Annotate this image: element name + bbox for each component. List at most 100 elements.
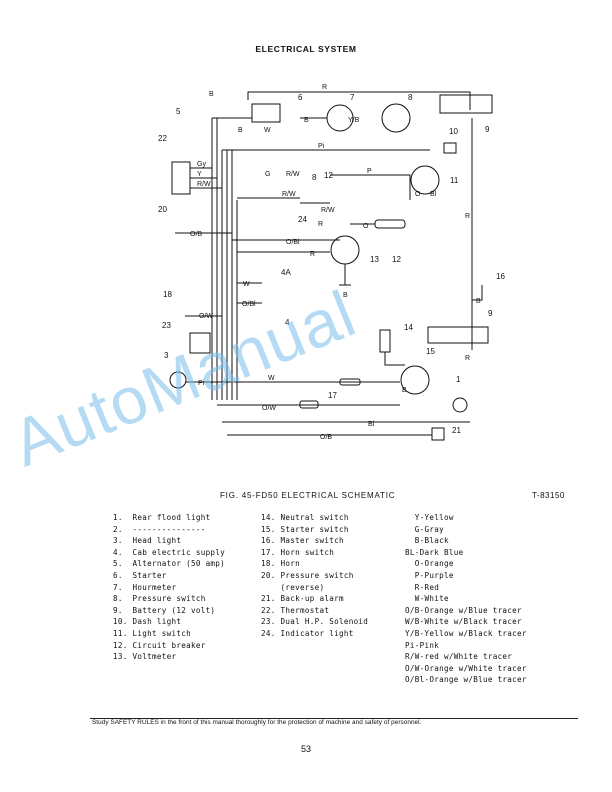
component-number: 22 — [158, 134, 167, 143]
wire-label: B — [209, 91, 214, 98]
legend-item: 9. Battery (12 volt) — [113, 605, 216, 615]
legend-item: Y-Yellow — [405, 513, 454, 522]
legend-item: 3. Head light — [113, 536, 182, 546]
legend-item: 16. Master switch — [261, 536, 344, 546]
component-number: 16 — [496, 272, 505, 281]
component-number: 23 — [162, 321, 171, 330]
component-number: 21 — [452, 426, 461, 435]
wire-label: B — [238, 127, 243, 134]
wire-label: Bl — [368, 421, 375, 428]
figure-number: T-83150 — [532, 491, 565, 500]
wire-label: O/W — [262, 405, 276, 412]
legend-item: 24. Indicator light — [261, 628, 354, 638]
wire-label: R/W — [286, 171, 300, 178]
wire-label: P — [367, 168, 372, 175]
wire-label: Pi — [318, 143, 325, 150]
legend-item: R-Red — [405, 582, 440, 592]
legend-item: 5. Alternator (50 amp) — [113, 559, 226, 569]
wire-label: R — [322, 84, 327, 91]
component-number: 14 — [404, 323, 413, 332]
wire-label: W — [243, 281, 250, 288]
legend-item: 7. Hourmeter — [113, 582, 177, 592]
wire-label: Bl — [430, 191, 437, 198]
wire-label: R/W — [197, 181, 211, 188]
wire-label: R — [465, 213, 470, 220]
legend-item: 21. Back-up alarm — [261, 594, 344, 604]
component-number: 8 — [408, 93, 413, 102]
component-number: 18 — [163, 290, 172, 299]
legend-item: 13. Voltmeter — [113, 652, 177, 662]
page-header: ELECTRICAL SYSTEM — [255, 44, 357, 54]
legend-item: 14. Neutral switch — [261, 513, 349, 522]
component-number: 4 — [285, 318, 290, 327]
wire-label: W — [268, 375, 275, 382]
wire-label: R — [465, 355, 470, 362]
legend-item: 12. Circuit breaker — [113, 640, 206, 650]
component-number: 7 — [350, 93, 355, 102]
legend-item: 22. Thermostat — [261, 605, 330, 615]
wire-label: G — [265, 171, 270, 178]
legend-item: 11. Light switch — [113, 628, 191, 638]
legend-item: O/W-Orange w/White tracer — [405, 663, 527, 673]
wire-label: O/W — [199, 313, 213, 320]
legend-item: W/B-White w/Black tracer — [405, 617, 522, 627]
legend-item: 2. --------------- — [113, 524, 206, 534]
wire-label: O/B — [320, 434, 332, 441]
wire-label: R/W — [321, 207, 335, 214]
component-number: 9 — [485, 125, 490, 134]
legend-item: 23. Dual H.P. Solenoid — [261, 617, 369, 627]
component-number: 4A — [281, 268, 291, 277]
wire-label: R — [318, 221, 323, 228]
footer-note: Study SAFETY RULES in the front of this … — [92, 719, 422, 726]
legend-item: Y/B-Yellow w/Black tracer — [405, 628, 527, 638]
component-legend: 14. Neutral switch 15. Starter switch 16… — [261, 513, 368, 641]
component-number: 8 — [312, 173, 317, 182]
legend-item: 8. Pressure switch — [113, 594, 206, 604]
legend-item: 15. Starter switch — [261, 524, 349, 534]
wire-label: O/Bl — [286, 239, 300, 246]
component-number: 12 — [324, 171, 333, 180]
legend-item: O-Orange — [405, 559, 454, 569]
wire-label: Y/B — [348, 117, 360, 124]
legend-item: B-Black — [405, 536, 449, 546]
legend-item: 4. Cab electric supply — [113, 547, 226, 557]
component-number: 24 — [298, 215, 307, 224]
legend-item: 17. Horn switch — [261, 547, 335, 557]
component-legend: 1. Rear flood light 2. --------------- 3… — [113, 513, 225, 664]
legend-item: 20. Pressure switch — [261, 570, 354, 580]
figure-caption: FIG. 45-FD50 ELECTRICAL SCHEMATIC — [220, 491, 396, 500]
legend-item: O/Bl-Orange w/Blue tracer — [405, 675, 527, 685]
legend-item: G-Gray — [405, 524, 444, 534]
component-number: 13 — [370, 255, 379, 264]
legend-item: P-Purple — [405, 570, 454, 580]
wire-label: O — [415, 191, 421, 198]
wire-label: B — [304, 117, 309, 124]
wire-label: O/Bl — [242, 301, 256, 308]
legend-item: R/W-red w/White tracer — [405, 652, 513, 662]
component-number: 6 — [298, 93, 303, 102]
wire-label: Y — [197, 171, 202, 178]
legend-item: (reverse) — [261, 582, 325, 592]
wire-color-legend: Y-Yellow G-Gray B-Black BL-Dark Blue O-O… — [405, 513, 527, 687]
wire-label: Pi — [198, 380, 205, 387]
legend-item: 18. Horn — [261, 559, 300, 569]
component-number: 5 — [176, 107, 181, 116]
component-number: 1 — [456, 375, 461, 384]
component-number: 20 — [158, 205, 167, 214]
wire-label: Gy — [197, 161, 206, 168]
wire-label: R/W — [282, 191, 296, 198]
legend-item: BL-Dark Blue — [405, 547, 464, 557]
legend-item: 10. Dash light — [113, 617, 182, 627]
wire-label: B — [476, 298, 481, 305]
wire-label: R — [310, 251, 315, 258]
component-number: 15 — [426, 347, 435, 356]
component-number: 10 — [449, 127, 458, 136]
wire-label: O/B — [190, 231, 202, 238]
component-number: 11 — [450, 176, 459, 185]
wire-label: B — [343, 292, 348, 299]
footer-divider — [90, 718, 578, 719]
page-number: 53 — [300, 744, 311, 754]
component-number: 3 — [164, 351, 169, 360]
wire-label: B — [402, 387, 407, 394]
